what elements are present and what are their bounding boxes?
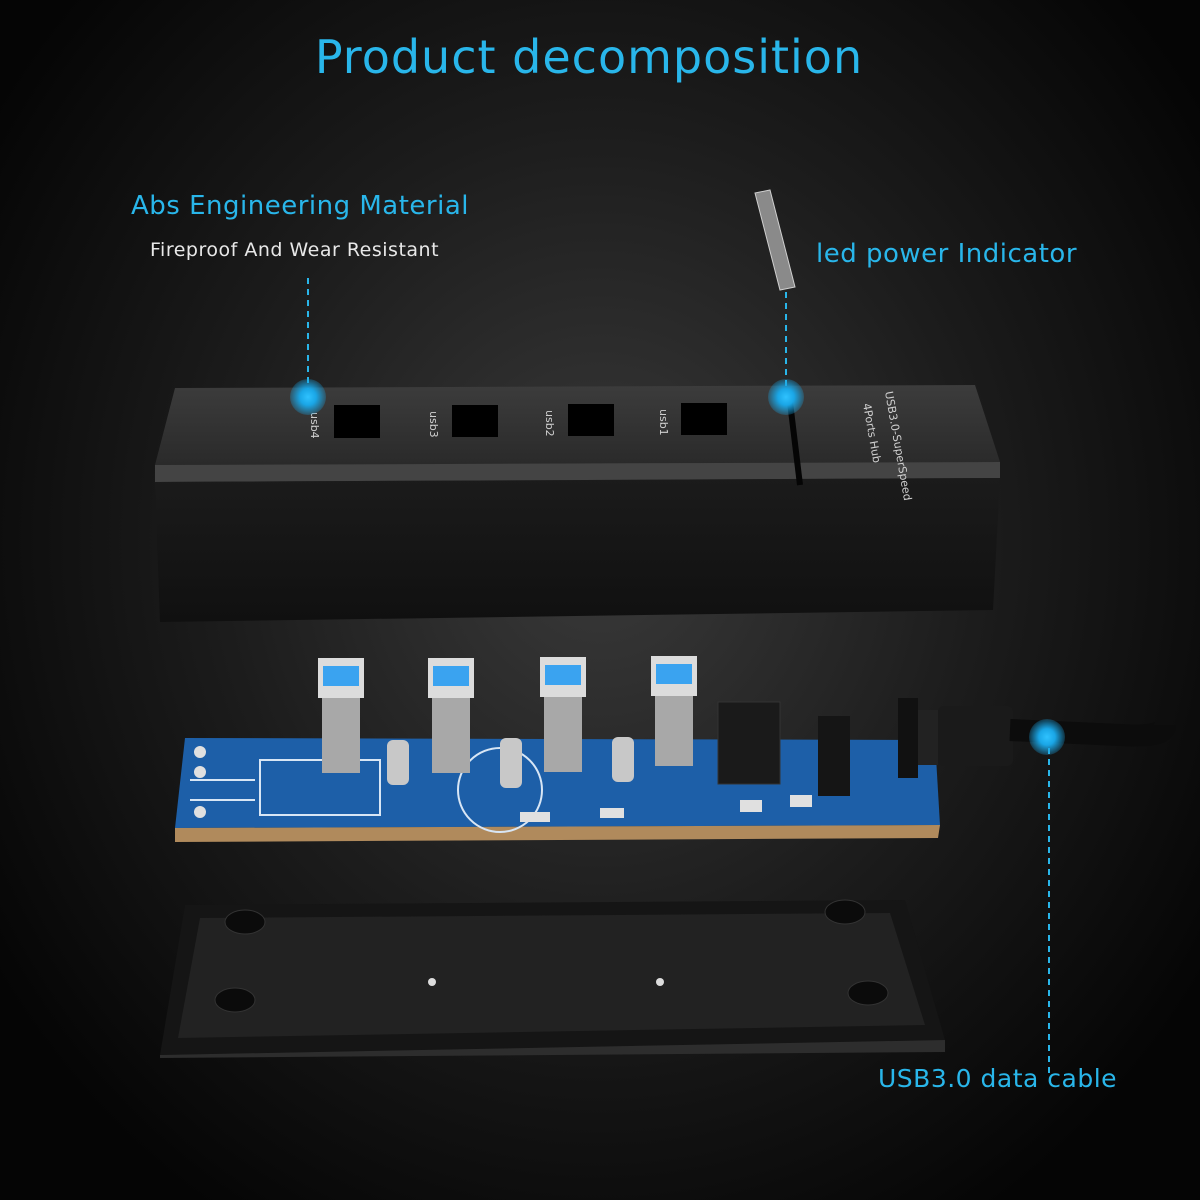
top-housing: usb4 usb3 usb2 usb1 USB3.0-SuperSpeed 4P… [155,385,1000,622]
port-label-usb2: usb2 [543,410,556,437]
material-callout-subtitle: Fireproof And Wear Resistant [150,239,440,261]
usb-ports [318,656,697,773]
callout-lines [307,278,1050,1075]
material-callout-title: Abs Engineering Material [131,191,469,221]
page-title: Product decomposition [314,30,864,84]
port-label-usb1: usb1 [657,409,670,436]
led-module [818,716,850,796]
bottom-case [160,899,945,1058]
port-label-usb4: usb4 [308,412,321,439]
pcb-board [175,656,940,842]
material-callout-dot [290,379,326,415]
port-label-usb3: usb3 [427,411,440,438]
cable-callout-dot [1029,719,1065,755]
led-callout-dot [768,379,804,415]
led-callout-label: led power Indicator [816,239,1078,269]
usb-cable [898,698,1176,778]
power-jack [717,701,781,785]
cable-callout-label: USB3.0 data cable [878,1064,1118,1093]
led-light-bar [754,189,796,291]
